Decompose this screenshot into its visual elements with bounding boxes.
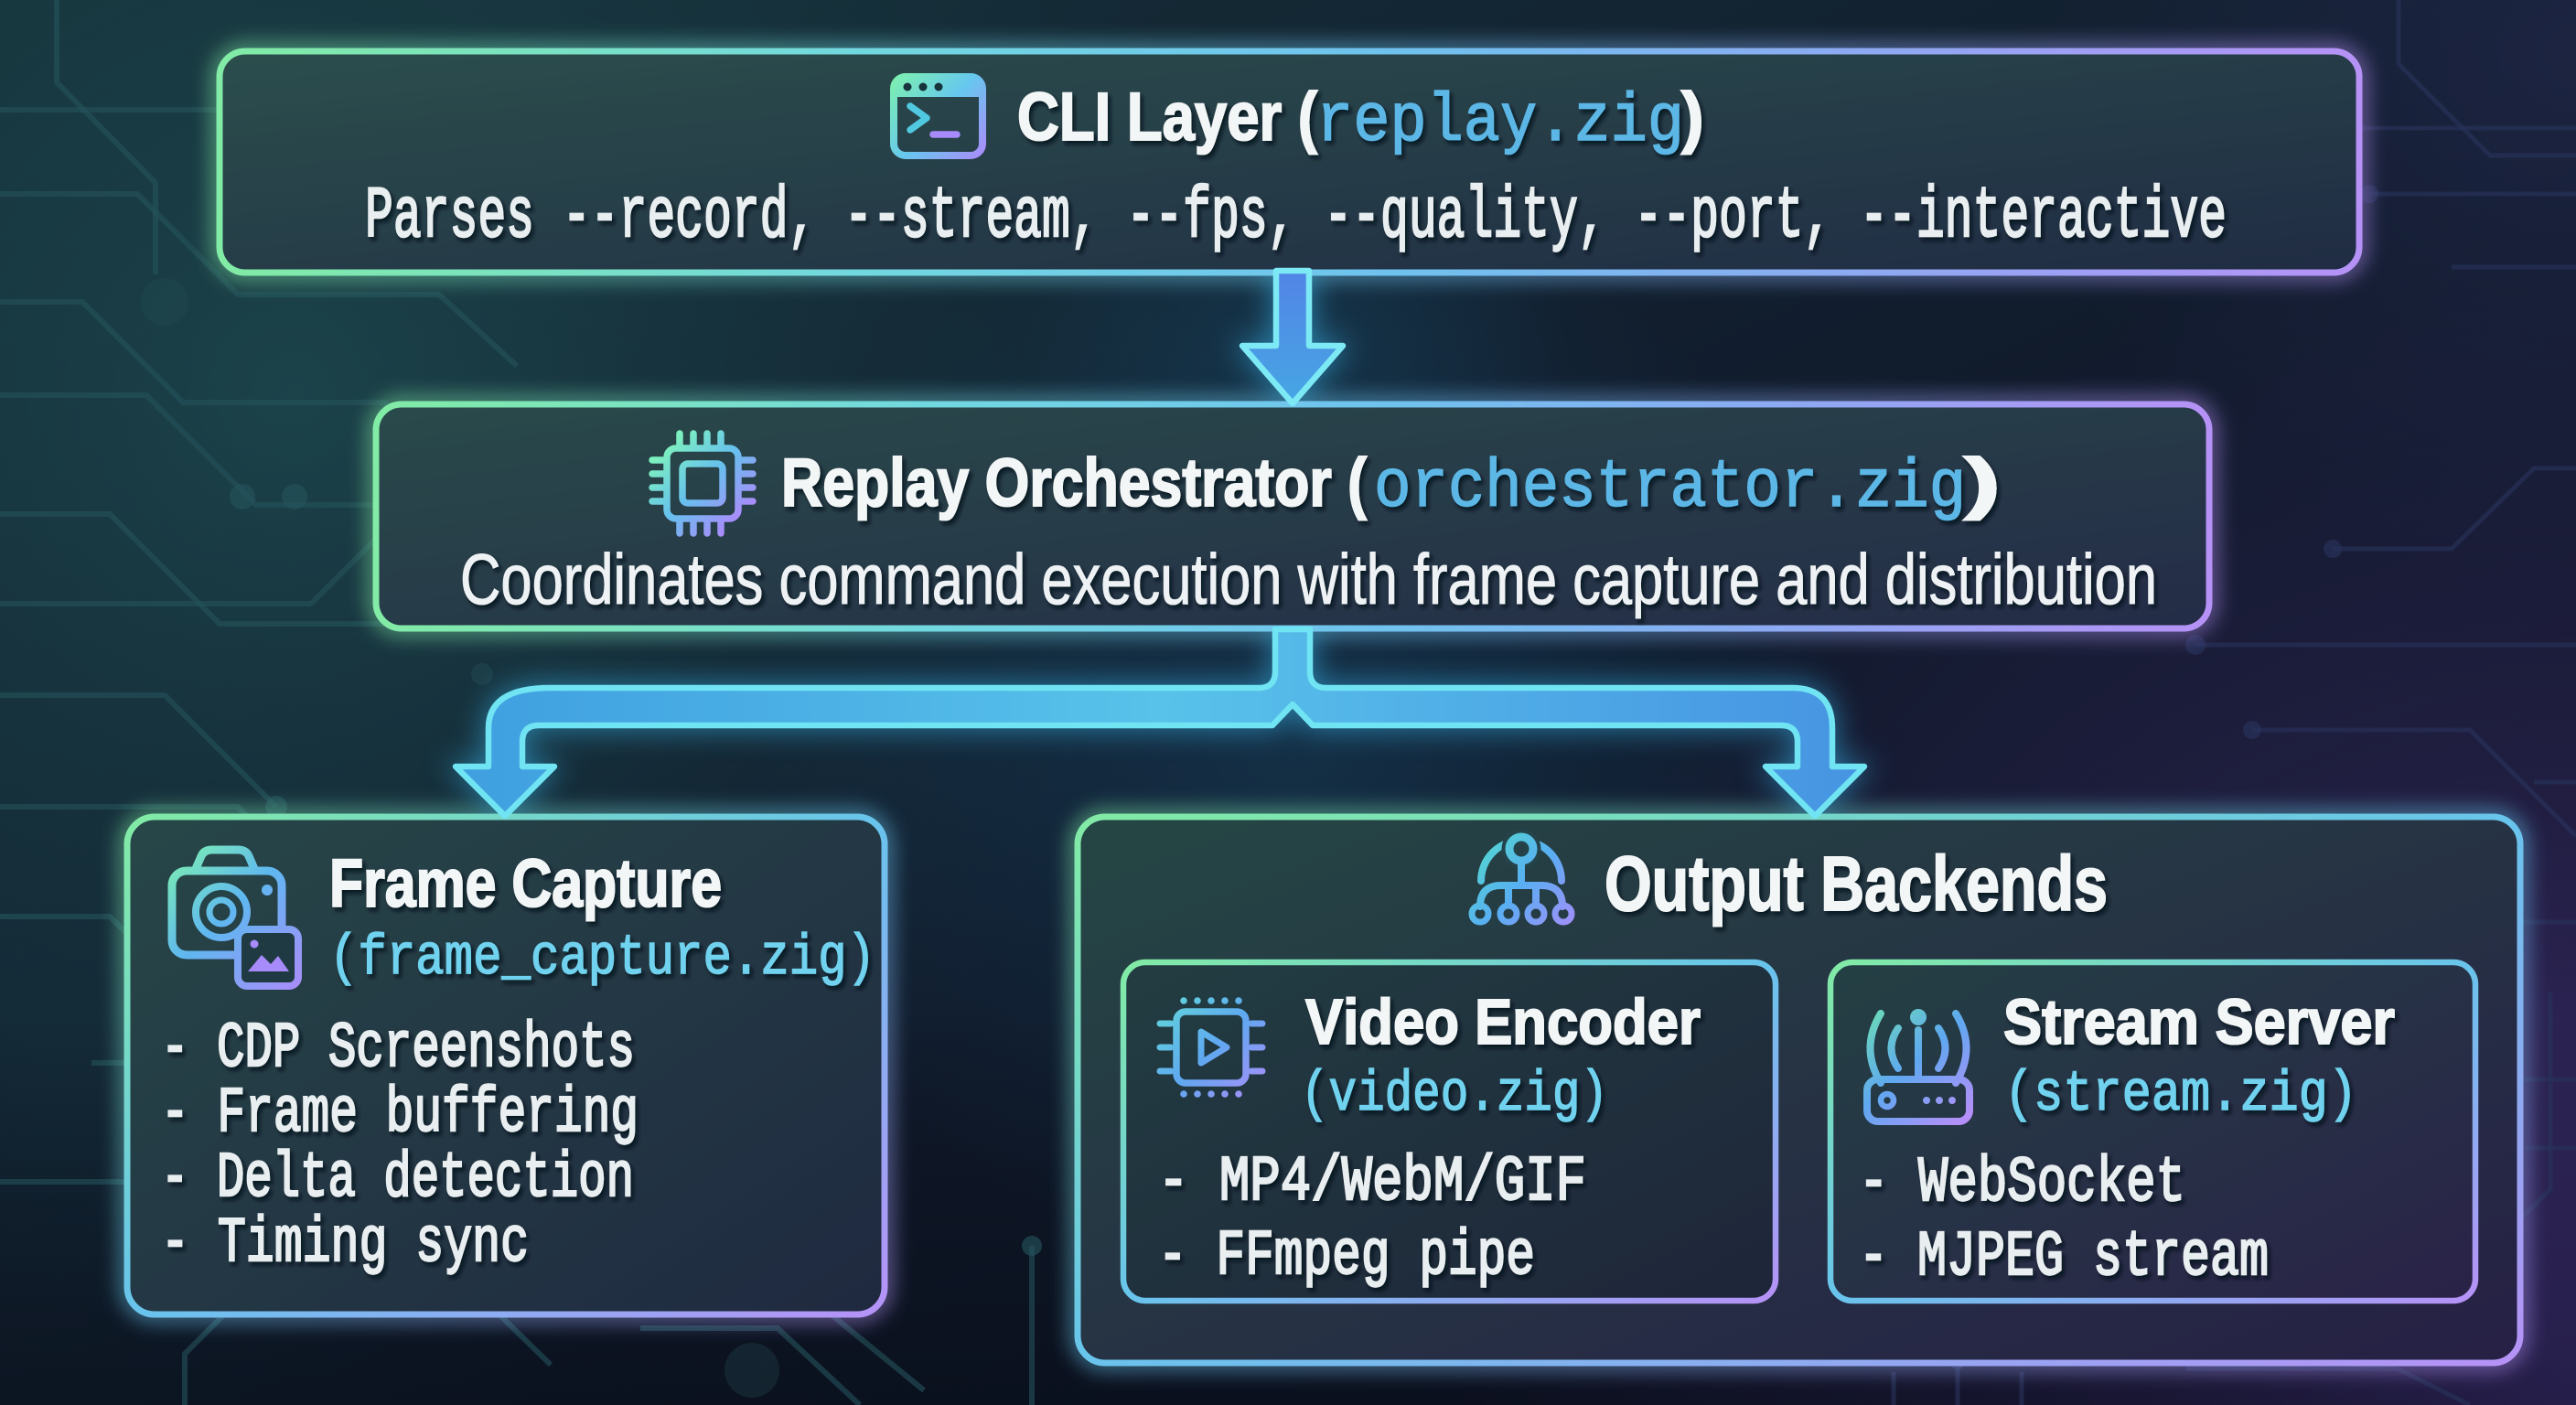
svg-text:(stream.zig): (stream.zig): [2004, 1062, 2357, 1127]
svg-text:- FFmpeg pipe: - FFmpeg pipe: [1158, 1221, 1535, 1293]
svg-text:replay.zig: replay.zig: [1316, 84, 1684, 161]
svg-text:(frame_capture.zig): (frame_capture.zig): [329, 926, 875, 991]
svg-text:Stream Server: Stream Server: [2003, 986, 2395, 1057]
svg-text:- MJPEG stream: - MJPEG stream: [1859, 1222, 2269, 1294]
svg-text:): ): [1681, 79, 1704, 155]
svg-text:(video.zig): (video.zig): [1301, 1062, 1608, 1127]
svg-text:CLI Layer (: CLI Layer (: [1017, 79, 1317, 155]
svg-text:- WebSocket: - WebSocket: [1859, 1148, 2185, 1220]
svg-text:): ): [1964, 445, 2001, 520]
svg-text:- CDP Screenshots: - CDP Screenshots: [161, 1014, 635, 1086]
svg-text:Video Encoder: Video Encoder: [1305, 986, 1701, 1057]
svg-text:Coordinates command execution: Coordinates command execution with frame…: [460, 539, 2157, 619]
svg-text:- Frame buffering: - Frame buffering: [161, 1078, 639, 1151]
svg-text:Replay Orchestrator (: Replay Orchestrator (: [781, 445, 1367, 520]
svg-text:Frame Capture: Frame Capture: [329, 845, 722, 921]
svg-text:- Delta detection: - Delta detection: [161, 1143, 634, 1216]
svg-text:- Timing sync: - Timing sync: [161, 1208, 529, 1281]
svg-text:Parses --record, --stream, --f: Parses --record, --stream, --fps, --qual…: [365, 176, 2227, 258]
svg-text:orchestrator.zig: orchestrator.zig: [1374, 450, 1966, 527]
svg-text:Output Backends: Output Backends: [1605, 841, 2108, 927]
svg-text:- MP4/WebM/GIF: - MP4/WebM/GIF: [1158, 1147, 1586, 1219]
